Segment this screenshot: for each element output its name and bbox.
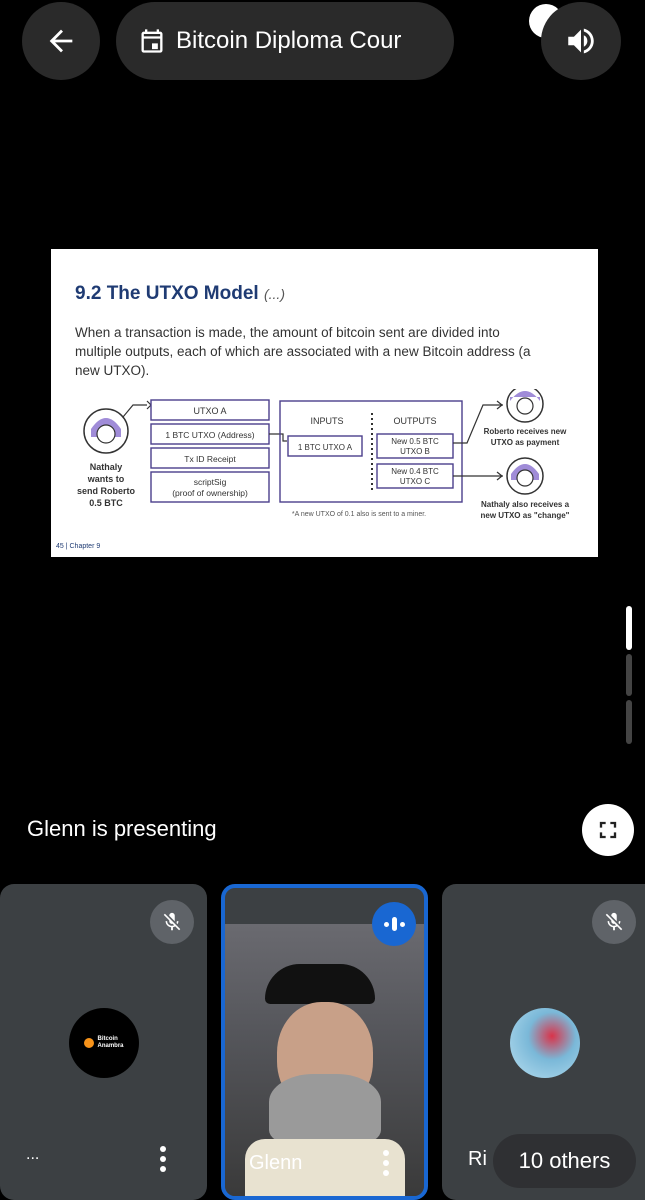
more-options-icon[interactable] xyxy=(160,1146,166,1172)
miner-note: *A new UTXO of 0.1 also is sent to a min… xyxy=(292,511,426,518)
sender-avatar-icon xyxy=(83,408,129,454)
mic-off-icon xyxy=(592,900,636,944)
arrow-back-icon xyxy=(49,29,73,53)
more-options-icon[interactable] xyxy=(383,1150,389,1176)
page-indicator[interactable] xyxy=(626,654,632,696)
presenting-label: Glenn is presenting xyxy=(27,816,217,841)
utxo-box-address: 1 BTC UTXO (Address) xyxy=(165,430,254,440)
fullscreen-button[interactable] xyxy=(582,804,634,856)
input-item: 1 BTC UTXO A xyxy=(298,443,353,452)
inputs-header: INPUTS xyxy=(310,416,343,426)
participant-tile-active[interactable]: Glenn xyxy=(221,884,428,1200)
participant-name: Glenn xyxy=(249,1152,303,1174)
slide-paragraph: When a transaction is made, the amount o… xyxy=(75,325,531,378)
bitcoin-logo-icon xyxy=(84,1038,95,1048)
utxo-box-a: UTXO A xyxy=(193,406,226,416)
utxo-box-scriptsig: scriptSig(proof of ownership) xyxy=(172,477,248,498)
slide-footer: 45 | Chapter 9 xyxy=(56,543,101,550)
mic-off-icon xyxy=(150,900,194,944)
meeting-title-chip[interactable]: Bitcoin Diploma Cour xyxy=(116,2,454,80)
utxo-box-txid: Tx ID Receipt xyxy=(184,454,236,464)
meeting-title: Bitcoin Diploma Cour xyxy=(176,27,402,54)
calendar-icon xyxy=(141,29,163,53)
speaker-icon xyxy=(568,28,594,54)
participant-name: Ri xyxy=(468,1148,487,1170)
others-button[interactable]: 10 others xyxy=(493,1134,636,1188)
presentation-stage: Bitcoin Diploma Cour 9.2 The UTXO Model … xyxy=(22,2,634,856)
shirt-shape xyxy=(245,1139,405,1196)
back-button[interactable] xyxy=(22,2,100,80)
tile-overflow-text: ... xyxy=(26,1146,40,1163)
participant-video xyxy=(225,924,424,1196)
beard-shape xyxy=(269,1074,381,1144)
slide-title: 9.2 The UTXO Model (...) xyxy=(75,283,285,304)
receiver-avatar-icon xyxy=(506,389,544,423)
fullscreen-icon xyxy=(599,821,617,839)
avatar xyxy=(510,1008,580,1078)
outputs-header: OUTPUTS xyxy=(393,416,436,426)
participant-tile[interactable]: Ri 10 others xyxy=(442,884,645,1200)
page-indicator[interactable] xyxy=(626,700,632,744)
page-indicator-active[interactable] xyxy=(626,606,632,650)
audio-level-icon xyxy=(372,902,416,946)
shared-slide: 9.2 The UTXO Model (...) When a transact… xyxy=(51,249,598,557)
cap-shape xyxy=(265,964,375,1004)
audio-output-button[interactable] xyxy=(541,2,621,80)
change-avatar-icon xyxy=(506,457,544,495)
